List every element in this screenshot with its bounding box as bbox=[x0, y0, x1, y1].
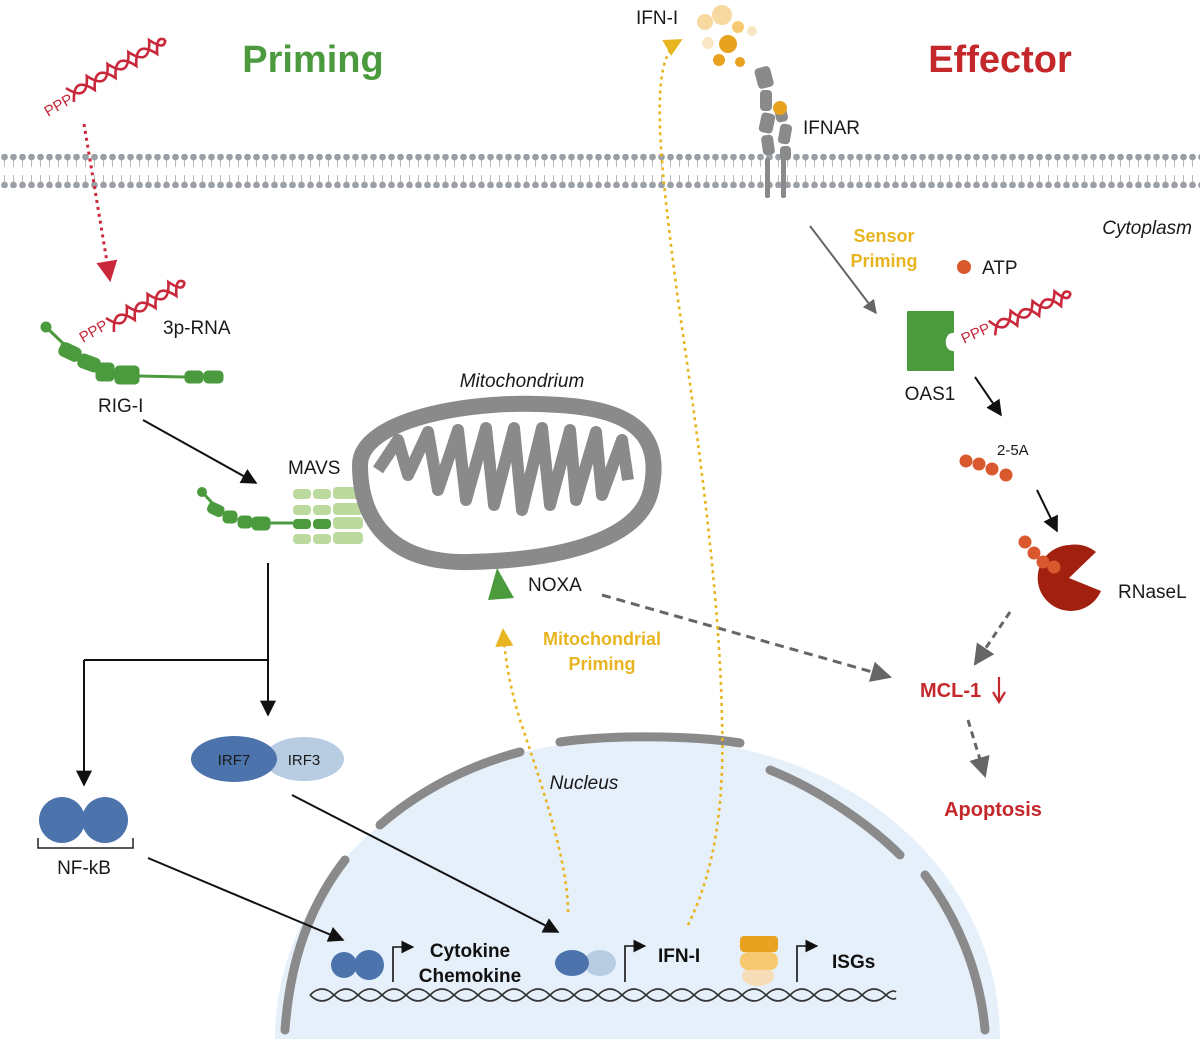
mavs-label: MAVS bbox=[288, 458, 340, 479]
rig-i-protein bbox=[40, 321, 224, 385]
nfkb-label: NF-kB bbox=[57, 858, 111, 879]
ppp-label-rig-i: PPP bbox=[77, 317, 111, 347]
chemokine-label: Chemokine bbox=[419, 966, 521, 987]
rna-helix-rig-i bbox=[105, 279, 186, 333]
irf7-label: IRF7 bbox=[218, 752, 251, 769]
irf-to-ifn-arrow bbox=[291, 794, 560, 933]
ifn-molecules bbox=[697, 5, 757, 67]
ppp-label-top-left: PPP bbox=[42, 91, 76, 121]
ifn-promoter bbox=[555, 939, 647, 982]
nucleus-region bbox=[275, 738, 1000, 1039]
irf-dimer bbox=[191, 736, 344, 782]
noxa-label: NOXA bbox=[528, 575, 582, 596]
isgs-label: ISGs bbox=[832, 952, 875, 973]
rna-helix-top-left bbox=[65, 37, 167, 103]
oas1-protein bbox=[907, 311, 954, 371]
ifn-top-label: IFN-I bbox=[636, 8, 678, 29]
cytokine-label: Cytokine bbox=[430, 941, 510, 962]
ifnar-to-oas1-arrow bbox=[809, 225, 877, 315]
2-5a-to-rnasel-arrow bbox=[1036, 489, 1058, 533]
ifn-gene-label: IFN-I bbox=[658, 946, 700, 967]
oas1-to-2-5a-arrow bbox=[974, 376, 1002, 417]
isg-promoter bbox=[740, 936, 819, 986]
rna-3p-label: 3p-RNA bbox=[163, 318, 231, 339]
cytokine-promoter bbox=[331, 940, 415, 982]
rnasel-label: RNaseL bbox=[1118, 582, 1187, 603]
apoptosis-label: Apoptosis bbox=[944, 799, 1042, 821]
ifn-secretion-path bbox=[658, 38, 724, 926]
ifnar-label: IFNAR bbox=[803, 118, 860, 139]
oas1-label: OAS1 bbox=[905, 384, 956, 405]
mito-priming-path bbox=[495, 628, 570, 913]
nfkb-to-cytokine-arrow bbox=[147, 857, 345, 942]
ppp-label-oas1: PPP bbox=[959, 320, 993, 348]
nuclear-envelope bbox=[280, 732, 990, 1035]
ifnar-receptor bbox=[754, 66, 793, 198]
sensor-priming-label-2: Priming bbox=[850, 251, 917, 271]
nucleus-label: Nucleus bbox=[550, 773, 619, 794]
mavs-protein bbox=[197, 487, 293, 531]
2-5a-label: 2-5A bbox=[997, 442, 1029, 459]
rnasel-protein bbox=[1018, 535, 1101, 611]
mito-priming-label-2: Priming bbox=[568, 654, 635, 674]
rna-entry-arrow bbox=[82, 123, 118, 283]
dna-strand bbox=[309, 988, 897, 1002]
atp-molecule bbox=[957, 260, 971, 274]
sensor-priming-label-1: Sensor bbox=[853, 226, 914, 246]
atp-label: ATP bbox=[982, 258, 1018, 279]
noxa-triangle bbox=[488, 568, 514, 600]
mito-priming-label-1: Mitochondrial bbox=[543, 629, 661, 649]
effector-heading: Effector bbox=[928, 39, 1072, 81]
mavs-oligomer bbox=[293, 487, 363, 544]
cytoplasm-label: Cytoplasm bbox=[1102, 218, 1192, 239]
noxa-to-mcl1-arrow bbox=[601, 593, 893, 682]
cell-membrane bbox=[0, 154, 1200, 188]
mcl1-down-arrow bbox=[992, 677, 1006, 705]
mcl1-label: MCL-1 bbox=[920, 680, 981, 702]
mcl1-to-apoptosis-arrow bbox=[966, 719, 990, 779]
irf3-label: IRF3 bbox=[288, 752, 321, 769]
mitochondrion bbox=[351, 395, 662, 571]
mitochondrium-label: Mitochondrium bbox=[460, 371, 585, 392]
rig-i-label: RIG-I bbox=[98, 396, 143, 417]
priming-heading: Priming bbox=[242, 39, 383, 81]
rnasel-to-mcl1-arrow bbox=[973, 611, 1012, 666]
mavs-branch-arrows bbox=[76, 563, 276, 787]
nfkb-complex bbox=[37, 797, 134, 849]
rna-helix-oas1 bbox=[987, 288, 1072, 336]
2-5a-chain bbox=[959, 454, 1013, 482]
rig-i-to-mavs-arrow bbox=[142, 419, 258, 484]
